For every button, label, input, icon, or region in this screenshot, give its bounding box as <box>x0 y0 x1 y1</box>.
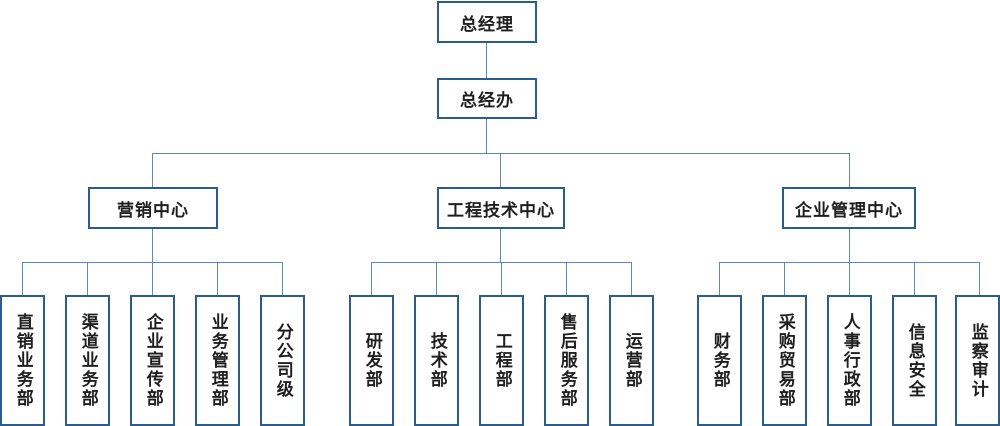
node-dept-0-0: 直销业务部 <box>0 295 45 426</box>
node-dept-1-4: 运营部 <box>609 295 654 426</box>
connector-dept-0-3 <box>217 262 218 295</box>
node-center-engineering: 工程技术中心 <box>437 187 565 229</box>
connector-dept-2-4 <box>979 262 980 295</box>
connector-center-2-down <box>849 229 850 262</box>
connector-root-office <box>486 43 487 78</box>
node-general-manager: 总经理 <box>437 1 537 43</box>
connector-dept-1-4 <box>631 262 632 295</box>
node-dept-0-4: 分公司级 <box>260 295 305 426</box>
node-dept-1-1: 技术部 <box>414 295 459 426</box>
connector-dept-1-3 <box>566 262 567 295</box>
connector-dept-1-1 <box>436 262 437 295</box>
connector-dept-0-2 <box>152 262 153 295</box>
node-dept-0-1: 渠道业务部 <box>65 295 110 426</box>
connector-dept-2-1 <box>784 262 785 295</box>
node-dept-2-3: 信息安全 <box>892 295 937 426</box>
node-dept-2-2: 人事行政部 <box>827 295 872 426</box>
node-general-office: 总经办 <box>437 78 537 119</box>
node-center-management: 企业管理中心 <box>782 187 916 229</box>
connector-center-2-up <box>849 153 850 187</box>
connector-dept-2-0 <box>719 262 720 295</box>
node-dept-1-2: 工程部 <box>479 295 524 426</box>
connector-dept-2-3 <box>914 262 915 295</box>
node-dept-2-1: 采购贸易部 <box>762 295 807 426</box>
node-dept-2-0: 财务部 <box>697 295 742 426</box>
connector-center-0-up <box>152 153 153 187</box>
connector-dept-0-0 <box>22 262 23 295</box>
connector-dept-1-2 <box>501 262 502 295</box>
connector-center-1-up <box>500 153 501 187</box>
connector-dept-2-2 <box>849 262 850 295</box>
connector-dept-1-0 <box>371 262 372 295</box>
node-dept-0-3: 业务管理部 <box>195 295 240 426</box>
node-dept-1-3: 售后服务部 <box>544 295 589 426</box>
node-center-marketing: 营销中心 <box>88 187 218 229</box>
connector-dept-0-4 <box>282 262 283 295</box>
connector-center-0-down <box>152 229 153 262</box>
connector-dept-0-1 <box>87 262 88 295</box>
connector-office-down <box>486 119 487 153</box>
node-dept-0-2: 企业宣传部 <box>130 295 175 426</box>
connector-center-1-down <box>500 229 501 262</box>
node-dept-1-0: 研发部 <box>349 295 394 426</box>
node-dept-2-4: 监察审计 <box>955 295 1000 426</box>
